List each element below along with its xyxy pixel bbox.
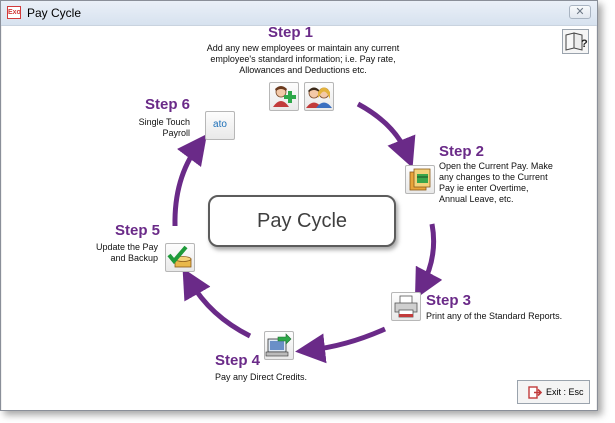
step2-desc-line: any changes to the Current	[439, 172, 548, 182]
help-button[interactable]: ?	[562, 29, 589, 54]
step1-description: Add any new employees or maintain any cu…	[202, 43, 404, 76]
pay-cycle-window: Exo Pay Cycle ✕ ? Step 1	[0, 0, 598, 411]
step1-title: Step 1	[268, 24, 314, 41]
step1-desc-line: Allowances and Deductions etc.	[239, 65, 367, 75]
step6-desc-line: Single Touch	[138, 117, 190, 127]
ato-icon: ato	[213, 119, 227, 130]
arrow-step3-to-step4	[295, 326, 387, 364]
print-reports-button[interactable]	[391, 292, 421, 321]
update-pay-button[interactable]	[165, 243, 195, 272]
step4-description: Pay any Direct Credits.	[215, 372, 345, 383]
step2-desc-line: Pay ie enter Overtime,	[439, 183, 529, 193]
single-touch-payroll-button[interactable]: ato	[205, 111, 235, 140]
svg-text:?: ?	[581, 38, 588, 50]
step5-desc-line: and Backup	[110, 253, 158, 263]
printer-icon	[394, 295, 418, 318]
app-icon: Exo	[7, 6, 21, 19]
step1-desc-line: Add any new employees or maintain any cu…	[206, 43, 400, 53]
current-pay-icon	[409, 168, 431, 191]
step4-title: Step 4	[215, 352, 261, 369]
content-area: ? Step 1 Add any new employees or mainta…	[2, 24, 596, 410]
arrow-step1-to-step2	[356, 101, 416, 168]
direct-credits-icon	[265, 333, 292, 357]
arrow-step2-to-step3	[414, 223, 443, 300]
update-pay-icon	[167, 245, 192, 268]
exit-label: Exit : Esc	[546, 387, 584, 397]
maintain-employees-button[interactable]	[304, 82, 334, 111]
cycle-arrows	[172, 101, 443, 364]
arrow-step5-to-step6	[172, 133, 207, 227]
step2-description: Open the Current Pay. Make any changes t…	[439, 161, 589, 205]
add-employee-button[interactable]	[269, 82, 299, 111]
step5-description: Update the Pay and Backup	[88, 242, 158, 264]
arrow-step4-to-step5	[182, 267, 252, 339]
step1-desc-line: employee's standard information; i.e. Pa…	[210, 54, 396, 64]
exit-button[interactable]: Exit : Esc	[517, 380, 590, 404]
step3-description: Print any of the Standard Reports.	[426, 311, 596, 322]
help-book-icon: ?	[565, 32, 588, 51]
maintain-employees-icon	[306, 87, 332, 108]
window-title: Pay Cycle	[27, 6, 82, 20]
step6-desc-line: Payroll	[162, 128, 190, 138]
step6-description: Single Touch Payroll	[122, 117, 190, 139]
step2-title: Step 2	[439, 143, 485, 160]
step2-desc-line: Open the Current Pay. Make	[439, 161, 553, 171]
step5-desc-line: Update the Pay	[95, 242, 158, 252]
step2-desc-line: Annual Leave, etc.	[439, 194, 514, 204]
close-button[interactable]: ✕	[569, 5, 591, 19]
pay-cycle-center-label: Pay Cycle	[208, 195, 396, 247]
exit-icon	[528, 386, 543, 399]
step4-desc-line: Pay any Direct Credits.	[215, 372, 308, 382]
step5-title: Step 5	[115, 222, 161, 239]
add-employee-icon	[273, 86, 296, 107]
title-bar: Exo Pay Cycle ✕	[1, 1, 597, 26]
step3-title: Step 3	[426, 292, 472, 309]
step3-desc-line: Print any of the Standard Reports.	[426, 311, 563, 321]
current-pay-button[interactable]	[405, 165, 435, 194]
direct-credits-button[interactable]	[264, 331, 294, 360]
step6-title: Step 6	[145, 96, 191, 113]
